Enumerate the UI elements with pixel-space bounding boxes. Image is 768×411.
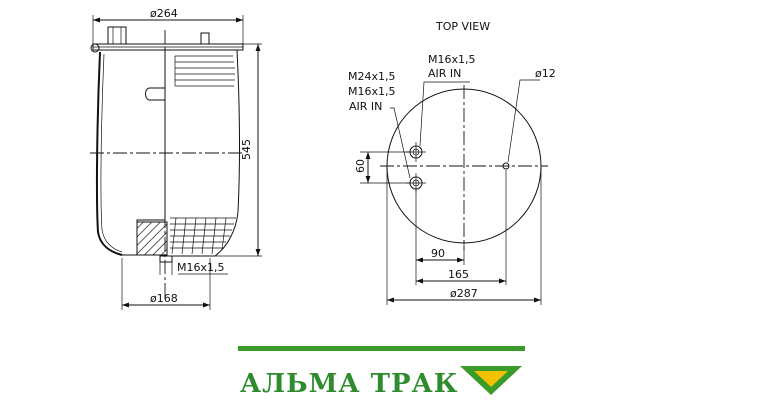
dim-287-label: ø287 xyxy=(450,287,478,300)
dim-height: 545 xyxy=(215,43,262,257)
logo-bar xyxy=(238,346,525,351)
dim-60: 60 xyxy=(354,151,410,184)
bottom-diameter-label: ø168 xyxy=(150,292,178,305)
label-air-in-left: AIR IN xyxy=(349,100,382,113)
dim-287: ø287 xyxy=(386,166,542,305)
hole-d12 xyxy=(502,162,510,170)
bellows-wall xyxy=(95,51,123,256)
brand-logo: АЛЬМА ТРАК xyxy=(238,346,525,399)
chevron-inner-icon xyxy=(474,371,508,387)
leader-m24 xyxy=(390,107,411,179)
bottom-thread-label: M16x1,5 xyxy=(177,261,225,274)
side-recess xyxy=(145,87,165,101)
upper-ribs xyxy=(174,55,235,87)
side-view: ø264 545 M16x1,5 ø168 xyxy=(90,7,262,310)
label-d12: ø12 xyxy=(535,67,556,80)
top-stud xyxy=(107,26,127,45)
lower-ribs xyxy=(170,217,236,255)
dim-bottom-diameter: ø168 xyxy=(121,258,211,310)
air-fitting xyxy=(200,32,210,45)
label-m16-top: M16x1,5 xyxy=(428,53,476,66)
label-air-in-top: AIR IN xyxy=(428,67,461,80)
hatched-section xyxy=(136,221,168,256)
label-m16-left: M16x1,5 xyxy=(348,85,396,98)
top-view: TOP VIEW M16x1,5 AIR IN M24x1,5 M16x1,5 … xyxy=(348,20,556,305)
bead-ring xyxy=(90,43,100,53)
leader-d12 xyxy=(507,79,540,163)
dim-165-label: 165 xyxy=(448,268,469,281)
dim-90-label: 90 xyxy=(431,247,445,260)
dim-165: 165 xyxy=(416,170,507,285)
dim-top-diameter: ø264 xyxy=(92,7,244,44)
height-label: 545 xyxy=(240,139,253,160)
logo-wordmark: АЛЬМА ТРАК xyxy=(240,369,458,399)
dim-60-label: 60 xyxy=(354,159,367,173)
leader-m16-top xyxy=(419,81,470,147)
label-m24: M24x1,5 xyxy=(348,70,396,83)
piston-right xyxy=(214,49,240,257)
dim-90: 90 xyxy=(415,190,465,285)
top-view-title: TOP VIEW xyxy=(435,20,490,33)
dim-bottom-thread: M16x1,5 xyxy=(159,261,228,275)
top-diameter-label: ø264 xyxy=(150,7,178,20)
